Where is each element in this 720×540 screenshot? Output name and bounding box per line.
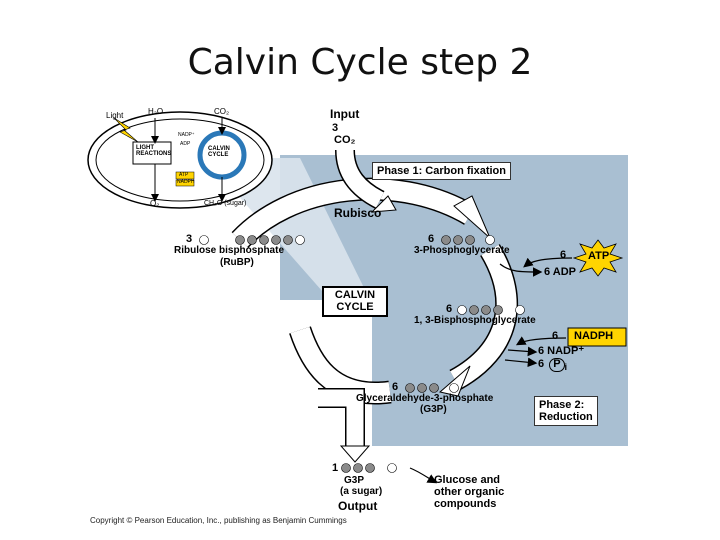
inset-o2-label: O₂ xyxy=(150,199,160,208)
input-molecule: CO₂ xyxy=(334,134,356,146)
adp-output-label: 6 ADP xyxy=(544,266,576,278)
slide-title: Calvin Cycle step 2 xyxy=(187,42,533,83)
pi-output-count: 6 xyxy=(538,358,545,370)
bpg-beads xyxy=(457,305,525,315)
pga-beads xyxy=(441,235,495,245)
pga-name: 3-Phosphoglycerate xyxy=(414,245,510,256)
lightning-bolt-icon xyxy=(113,117,139,143)
arrowhead-to-g3p xyxy=(438,365,471,397)
rubp-count: 3 xyxy=(186,233,193,245)
output-desc: (a sugar) xyxy=(340,486,383,497)
bpg-count: 6 xyxy=(446,303,453,315)
pi-output-label: P xyxy=(549,358,565,372)
nadph-input-label: NADPH xyxy=(574,330,614,342)
inset-light-reactions-label: LIGHT REACTIONS xyxy=(136,145,172,158)
rubisco-label: Rubisco xyxy=(334,206,382,220)
inset-adp-label: ADP xyxy=(180,141,191,147)
inset-sugar-label: CH₂O (sugar) xyxy=(204,200,247,207)
cycle-arc-right-fill xyxy=(449,244,517,389)
inset-light-label: Light xyxy=(106,111,124,120)
nadph-input-count: 6 xyxy=(552,330,559,342)
atp-burst xyxy=(572,239,624,277)
atp-input-label: ATP xyxy=(588,250,610,262)
inset-nadph-label: NADPH xyxy=(177,179,195,185)
output-count: 1 xyxy=(332,462,339,474)
inset-nadp-label: NADP⁺ xyxy=(178,132,195,138)
inset-atp-label: ATP xyxy=(179,172,189,178)
input-label: Input xyxy=(330,107,360,121)
rubp-name: Ribulose bisphosphate xyxy=(174,245,285,256)
arrowhead-to-pga xyxy=(453,195,491,239)
bpg-name: 1, 3-Bisphosphoglycerate xyxy=(414,315,536,326)
rubp-abbr: (RuBP) xyxy=(220,257,254,268)
output-g3p-beads xyxy=(341,463,397,473)
inset-co2-label: CO₂ xyxy=(214,107,230,116)
phase1-label: Phase 1: Carbon fixation xyxy=(372,162,511,180)
phase-background-panel xyxy=(280,155,628,446)
output-name: G3P xyxy=(344,475,365,486)
copyright-notice: Copyright © Pearson Education, Inc., pub… xyxy=(90,516,347,525)
calvin-cycle-text: CALVIN CYCLE xyxy=(334,289,376,313)
cycle-arc-top-fill xyxy=(232,179,476,247)
inset-calvin-label: CALVIN CYCLE xyxy=(208,146,230,159)
chloroplast-inset xyxy=(87,111,273,209)
inset-h2o-label: H₂O xyxy=(148,107,164,116)
nadph-box xyxy=(567,327,627,347)
atp-input-count: 6 xyxy=(560,249,567,261)
atp-in-arrow xyxy=(523,257,573,268)
rubp-beads xyxy=(199,235,305,245)
g3p-abbr: (G3P) xyxy=(420,404,447,415)
calvin-cycle-label: CALVIN CYCLE xyxy=(322,286,388,317)
cycle-arc-left-fill xyxy=(290,326,392,404)
output-label: Output xyxy=(338,499,378,513)
products-arrow xyxy=(409,467,438,484)
pi-output-sub: i xyxy=(564,362,568,373)
nadp-out-arrow xyxy=(507,346,538,357)
g3p-beads xyxy=(405,383,459,393)
g3p-count: 6 xyxy=(392,381,399,393)
output-products: Glucose and other organic compounds xyxy=(434,474,505,510)
g3p-name: Glyceraldehyde-3-phosphate xyxy=(356,393,494,404)
nadp-output-label: 6 NADP⁺ xyxy=(538,345,585,357)
adp-out-arrow xyxy=(499,263,543,277)
pi-out-arrow xyxy=(504,357,538,368)
phase2-label: Phase 2: Reduction xyxy=(534,396,598,426)
pga-count: 6 xyxy=(428,233,435,245)
nadph-in-arrow xyxy=(515,336,567,346)
input-count: 3 xyxy=(332,122,339,134)
